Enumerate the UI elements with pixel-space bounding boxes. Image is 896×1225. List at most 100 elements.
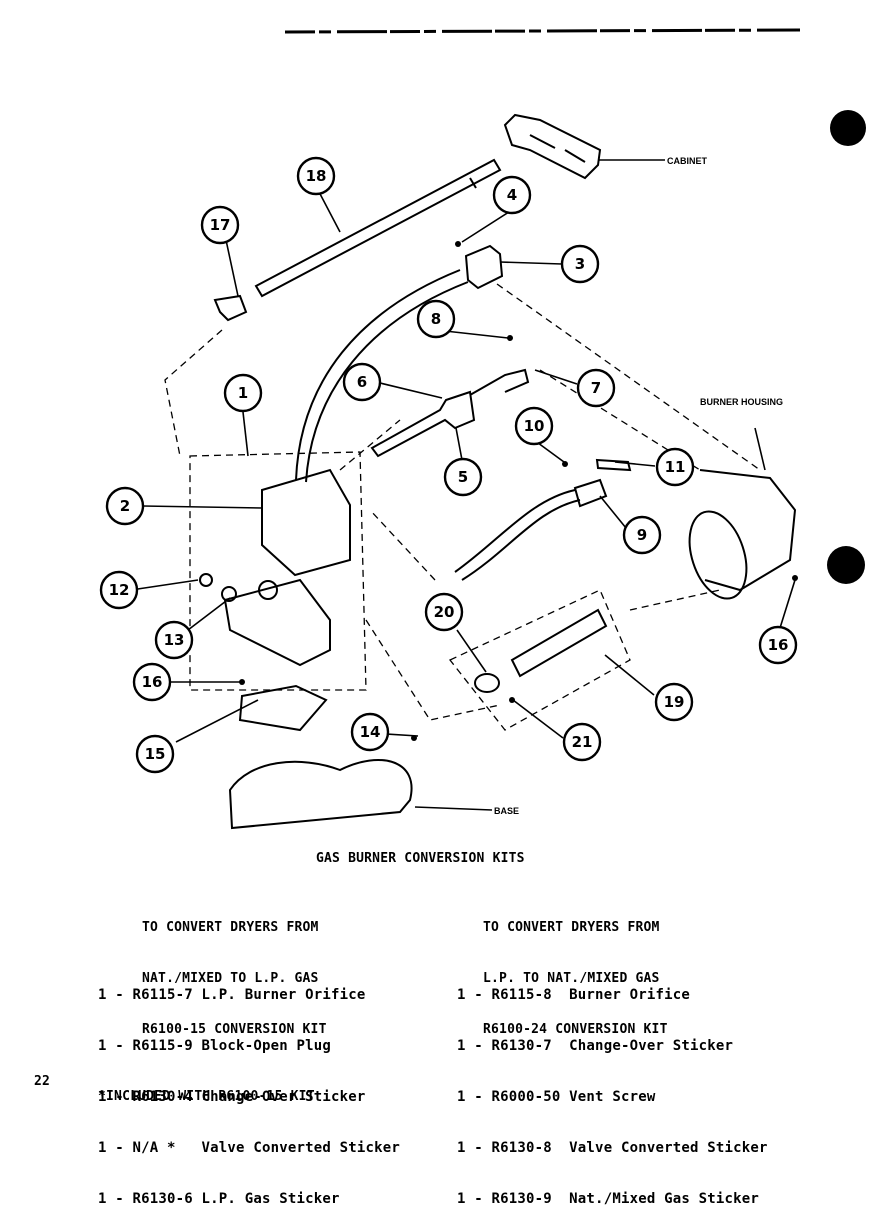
valve-fitting [221,586,237,602]
valve-solenoid-coils [261,468,351,577]
callout-10: 10 [514,406,554,446]
list-item: 1 - R6115-9 Block-Open Plug [98,1038,331,1054]
cabinet-bracket [503,113,665,180]
callout-19: 19 [654,682,694,722]
punch-hole-top [830,110,866,146]
burner-group-outline [448,589,631,731]
callout-11: 11 [655,447,695,487]
cabinet-label: CABINET [667,156,708,166]
assembly-line-4 [496,283,761,471]
callout-7: 7 [576,368,616,408]
list-item: 1 - R6115-7 L.P. Burner Orifice [98,987,366,1003]
svg-text:12: 12 [109,581,130,599]
gas-valve-body [223,578,331,667]
harness-wire-a [295,269,461,481]
svg-text:13: 13 [164,631,185,649]
valve-knob [258,580,278,600]
list-item: 1 - R6000-50 Vent Screw [457,1089,656,1105]
screw-8 [507,335,513,341]
right-kit-heading: TO CONVERT DRYERS FROM L.P. TO NAT./MIXE… [483,885,668,1055]
callout-17: 17 [200,205,240,245]
list-item: 1 - N/A * Valve Converted Sticker [98,1140,401,1156]
callout-16-left: 16 [132,662,172,702]
list-item: 1 - R6130-4 Change-Over Sticker [98,1089,366,1105]
callout-3: 3 [560,244,600,284]
exploded-parts-diagram: CABINET BASE BURNER HOUSING [99,28,866,830]
svg-text:5: 5 [458,468,468,486]
svg-text:17: 17 [210,216,231,234]
list-item: 1 - R6130-9 Nat./Mixed Gas Sticker [457,1191,760,1207]
valve-plate [238,684,328,732]
callout-4: 4 [492,175,532,215]
diagram-title: GAS BURNER CONVERSION KITS [316,851,525,866]
callout-21: 21 [562,722,602,762]
screw-16-right [792,575,798,581]
screw-21 [509,697,515,703]
assembly-line-6 [365,619,501,721]
sensor-wire-b [461,499,581,581]
callout-9: 9 [622,515,662,555]
burner-tube [510,608,608,678]
assembly-line-2 [339,419,401,471]
assembly-line-3 [369,509,436,581]
callout-6: 6 [342,362,382,402]
rod-mount-part [213,294,248,322]
bracket-11 [595,458,632,472]
right-kit-parts-list: 1 - R6115-8 Burner Orifice 1 - R6130-7 C… [457,953,768,1225]
list-item: 1 - R6130-8 Valve Converted Sticker [457,1140,768,1156]
assembly-line-7 [629,589,721,611]
svg-text:4: 4 [507,186,517,204]
valve-group-outline [189,451,367,691]
svg-text:16: 16 [768,636,789,654]
burner-housing-opening [688,510,748,600]
svg-text:8: 8 [431,310,441,328]
svg-text:9: 9 [637,526,647,544]
right-kit-heading-line-3: R6100-24 CONVERSION KIT [483,1022,668,1037]
right-kit-heading-line-2: L.P. TO NAT./MIXED GAS [483,971,660,986]
list-item: 1 - R6130-6 L.P. Gas Sticker [98,1191,340,1207]
svg-text:1: 1 [238,384,248,402]
screw-16-left [239,679,245,685]
svg-text:2: 2 [120,497,130,515]
sensor-wire-a [454,489,576,573]
dryer-base [228,759,413,830]
burner-housing-body [699,469,797,592]
burner-housing-label: BURNER HOUSING [700,397,783,407]
left-kit-heading: TO CONVERT DRYERS FROM NAT./MIXED TO L.P… [142,885,327,1055]
svg-text:7: 7 [591,379,601,397]
callout-14: 14 [350,712,390,752]
ignitor-bracket [469,368,530,396]
page-number: 22 [34,1074,51,1089]
right-kit-heading-line-1: TO CONVERT DRYERS FROM [483,920,660,935]
left-kit-heading-line-2: NAT./MIXED TO L.P. GAS [142,971,319,986]
burner-rod [254,158,502,298]
list-item: 1 - R6115-8 Burner Orifice [457,987,690,1003]
harness-wire-b [305,281,469,483]
flame-sensor [464,244,504,290]
svg-text:10: 10 [524,417,545,435]
block-open-plug [199,573,213,587]
assembly-line-1 [164,329,223,457]
callout-13: 13 [154,620,194,660]
callout-12: 12 [99,570,139,610]
callout-2: 2 [105,486,145,526]
callout-18: 18 [296,156,336,196]
callout-16-right: 16 [758,625,798,665]
base-label: BASE [494,806,519,816]
svg-text:19: 19 [664,693,685,711]
punch-hole-middle [827,546,865,584]
burner-orifice [474,673,500,693]
callout-15: 15 [135,734,175,774]
svg-text:15: 15 [145,745,166,763]
svg-text:3: 3 [575,255,585,273]
screw-4 [455,241,461,247]
flame-sensor-bracket [573,478,608,508]
svg-text:16: 16 [142,673,163,691]
footnote: *INCLUDED WITH R6100-15 KIT [98,1089,315,1104]
callout-20: 20 [424,592,464,632]
svg-text:11: 11 [665,458,686,476]
scan-edge-line [284,28,801,34]
left-kit-heading-line-1: TO CONVERT DRYERS FROM [142,920,319,935]
svg-text:18: 18 [306,167,327,185]
svg-text:21: 21 [572,733,593,751]
